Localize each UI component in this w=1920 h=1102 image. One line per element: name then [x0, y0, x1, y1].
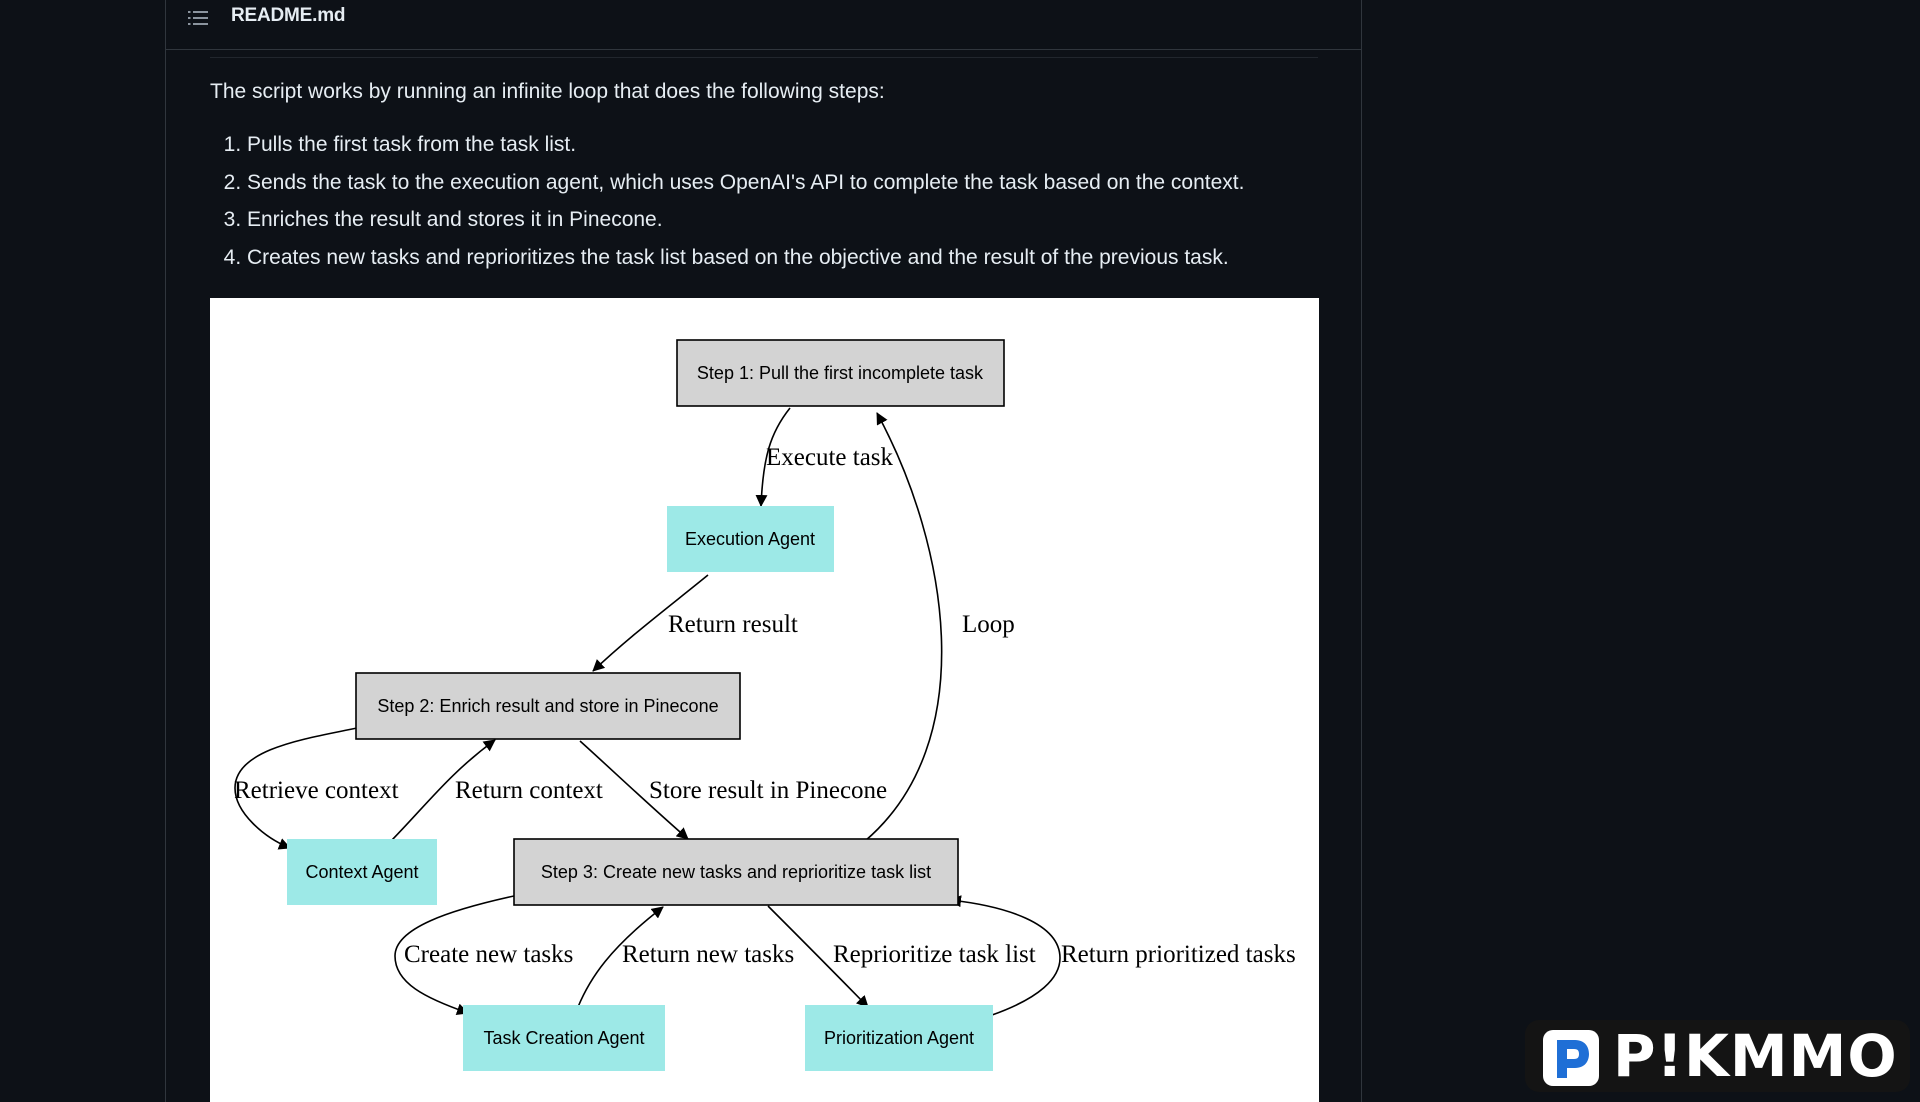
step3-node: [513, 838, 959, 906]
workflow-diagram-svg: Step 1: Pull the first incomplete task E…: [234, 339, 1296, 1071]
steps-list: Pulls the first task from the task list.…: [210, 132, 1357, 282]
list-item: Enriches the result and stores it in Pin…: [247, 207, 1357, 245]
intro-paragraph: The script works by running an infinite …: [210, 80, 885, 103]
edge-return-prioritized: [949, 895, 1061, 1016]
prioritization-agent-node: [805, 1005, 993, 1071]
reprioritize-label: Reprioritize task list: [833, 941, 1036, 968]
return-new-tasks-label: Return new tasks: [622, 941, 794, 968]
file-header: README.md: [166, 0, 1361, 50]
watermark-text: P!KMMO: [1613, 1022, 1898, 1090]
loop-label: Loop: [962, 611, 1015, 638]
edge-retrieve-context: [234, 727, 358, 850]
task-creation-agent-label: Task Creation Agent: [483, 1028, 644, 1048]
execute-task-label: Execute task: [766, 444, 894, 471]
edge-loop: [864, 412, 943, 842]
workflow-diagram: Step 1: Pull the first incomplete task E…: [210, 298, 1319, 1102]
p-logo-icon: [1543, 1030, 1599, 1086]
list-item: Creates new tasks and reprioritizes the …: [247, 245, 1357, 283]
store-result-label: Store result in Pinecone: [649, 777, 887, 804]
step2-node: [355, 672, 741, 740]
execution-agent-label: Execution Agent: [685, 529, 815, 549]
pikmmo-watermark: P!KMMO: [1525, 1020, 1910, 1092]
divider: [210, 57, 1318, 58]
step2-label: Step 2: Enrich result and store in Pinec…: [377, 696, 718, 716]
return-context-label: Return context: [455, 777, 603, 804]
return-result-label: Return result: [668, 611, 798, 638]
edge-execute-task: [755, 407, 791, 507]
edge-store-result: [579, 740, 689, 840]
retrieve-context-label: Retrieve context: [234, 777, 399, 804]
step3-label: Step 3: Create new tasks and reprioritiz…: [541, 862, 931, 882]
edge-return-context: [390, 739, 496, 842]
create-new-tasks-label: Create new tasks: [404, 941, 573, 968]
execution-agent-node: [667, 506, 834, 572]
list-item: Pulls the first task from the task list.: [247, 132, 1357, 170]
edge-create-new-tasks: [394, 895, 515, 1016]
context-agent-node: [287, 839, 437, 905]
prioritization-agent-label: Prioritization Agent: [824, 1028, 974, 1048]
file-name: README.md: [231, 5, 346, 26]
readme-panel: README.md The script works by running an…: [165, 0, 1362, 1102]
task-creation-agent-node: [463, 1005, 665, 1071]
edge-return-new-tasks: [577, 906, 664, 1008]
list-unordered-icon[interactable]: [188, 9, 208, 27]
list-item: Sends the task to the execution agent, w…: [247, 170, 1357, 208]
return-prioritized-label: Return prioritized tasks: [1061, 941, 1296, 968]
edge-reprioritize: [767, 905, 869, 1008]
step1-node: [676, 339, 1005, 407]
step1-label: Step 1: Pull the first incomplete task: [697, 363, 984, 383]
edge-return-result: [592, 574, 709, 672]
context-agent-label: Context Agent: [305, 862, 418, 882]
